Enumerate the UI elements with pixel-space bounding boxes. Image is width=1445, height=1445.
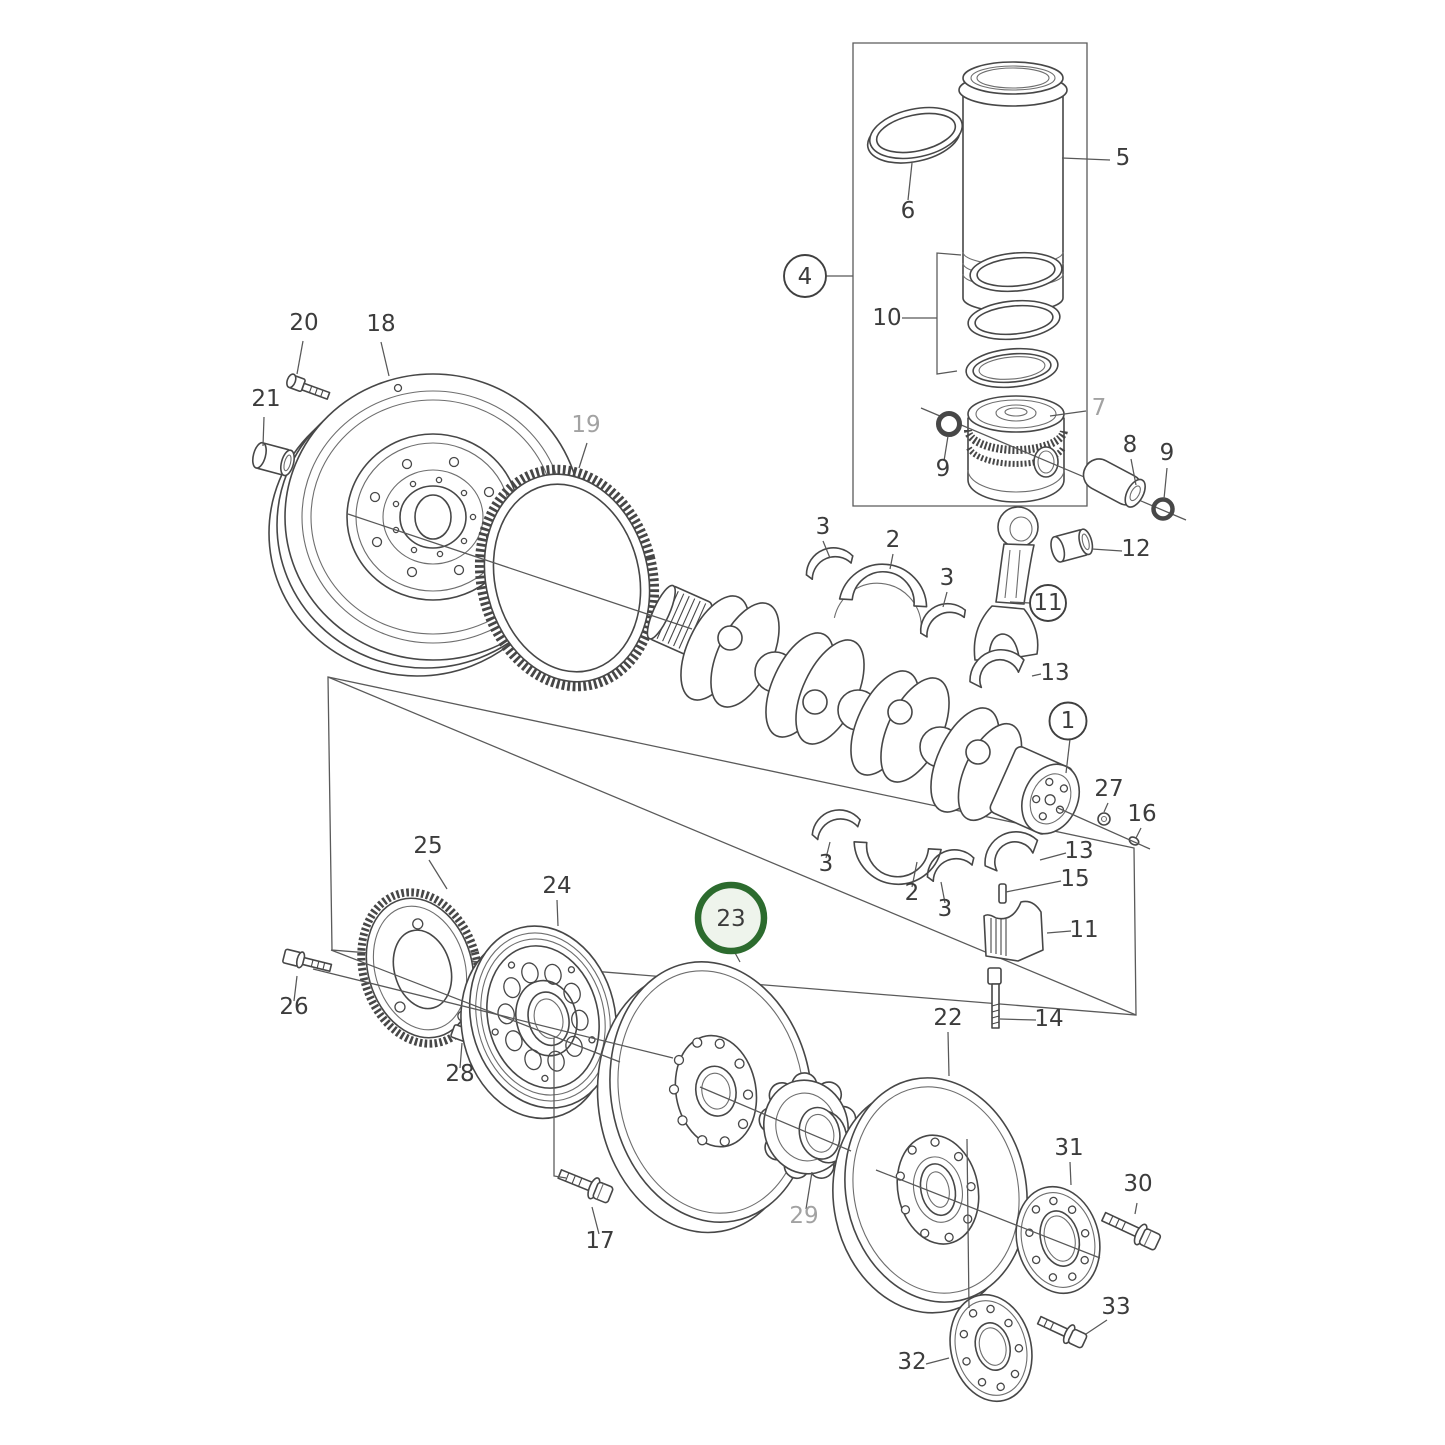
part-label-20[interactable]: 20 [289,310,318,336]
part-label-24[interactable]: 24 [542,873,571,899]
sensor-ring-drawing [357,888,483,1048]
part-label-6[interactable]: 6 [901,198,916,224]
flange-32-drawing [949,1293,1033,1403]
part-label-16[interactable]: 16 [1127,801,1156,827]
marker-circle-4[interactable] [783,254,827,298]
part-label-9b[interactable]: 9 [1160,440,1175,466]
part-label-13a[interactable]: 13 [1040,660,1069,686]
leader-lines [262,157,1168,1365]
cap-pin-drawing [998,883,1007,904]
crankshaft-drawing [646,584,1081,835]
plug-27-drawing [1097,812,1111,826]
part-label-3b[interactable]: 3 [940,565,955,591]
flange-bolt-30-drawing [1101,1211,1162,1251]
part-label-10[interactable]: 10 [872,305,901,331]
ring-gear-drawing [474,464,660,692]
flywheel-bolt-drawing [286,373,331,400]
damper-drawing [460,925,618,1120]
part-label-13b[interactable]: 13 [1064,838,1093,864]
piston-drawing [964,395,1068,503]
part-label-29[interactable]: 29 [789,1203,818,1229]
part-label-4[interactable]: 4 [798,264,813,290]
part-label-15[interactable]: 15 [1060,866,1089,892]
part-label-25[interactable]: 25 [413,833,442,859]
part-label-5[interactable]: 5 [1116,145,1131,171]
part-label-3a[interactable]: 3 [816,514,831,540]
part-label-27[interactable]: 27 [1094,776,1123,802]
key-16-drawing [1128,836,1140,846]
part-label-22[interactable]: 22 [933,1005,962,1031]
flange-31-drawing [1015,1185,1101,1295]
liner-seal-ring-drawing [866,106,964,164]
lower-bearing-shells-drawing [811,809,1140,1029]
part-label-14[interactable]: 14 [1034,1006,1063,1032]
part-label-21[interactable]: 21 [251,386,280,412]
pulley-disc-22-drawing [832,1077,1028,1314]
part-label-11a[interactable]: 11 [1033,590,1062,616]
damper-bolt-drawing [557,1169,614,1204]
part-label-17[interactable]: 17 [585,1228,614,1254]
part-label-31[interactable]: 31 [1054,1135,1083,1161]
upper-bearing-shells-drawing [805,547,1025,689]
part-label-28[interactable]: 28 [445,1061,474,1087]
part-label-7[interactable]: 7 [1092,395,1107,421]
flange-bolt-33-drawing [1036,1315,1088,1349]
part-label-26[interactable]: 26 [279,994,308,1020]
part-label-23-highlighted[interactable]: 23 [716,906,745,932]
part-labels: 20 18 21 19 6 5 4 10 7 9 8 9 12 11 3 2 3… [251,145,1174,1375]
part-label-9a[interactable]: 9 [936,456,951,482]
part-label-1[interactable]: 1 [1061,708,1076,734]
part-label-19[interactable]: 19 [571,412,600,438]
connecting-rod-drawing [973,506,1094,661]
part-label-2b[interactable]: 2 [905,880,920,906]
piston-group-box [852,42,1088,507]
marker-circle-1[interactable] [1048,701,1088,741]
part-label-8[interactable]: 8 [1123,432,1138,458]
part-label-18[interactable]: 18 [366,311,395,337]
part-label-30[interactable]: 30 [1123,1171,1152,1197]
part-label-3c[interactable]: 3 [819,851,834,877]
bearing-cap-drawing [983,900,1044,962]
axis-lines [312,513,1151,1309]
highlighted-part-marker[interactable] [694,881,768,955]
pilot-bushing-drawing [251,441,295,477]
part-label-3d[interactable]: 3 [938,896,953,922]
part-label-12[interactable]: 12 [1121,536,1150,562]
part-label-2a[interactable]: 2 [886,527,901,553]
piston-pin-group-drawing [920,407,1187,521]
piston-rings-drawing [965,251,1063,389]
part-label-32[interactable]: 32 [897,1349,926,1375]
part-label-33[interactable]: 33 [1101,1294,1130,1320]
marker-circle-11[interactable] [1029,584,1067,622]
sensor-ring-bolt-drawing [282,948,333,973]
cap-bolt-drawing [987,967,1002,1029]
part-label-11b[interactable]: 11 [1069,917,1098,943]
